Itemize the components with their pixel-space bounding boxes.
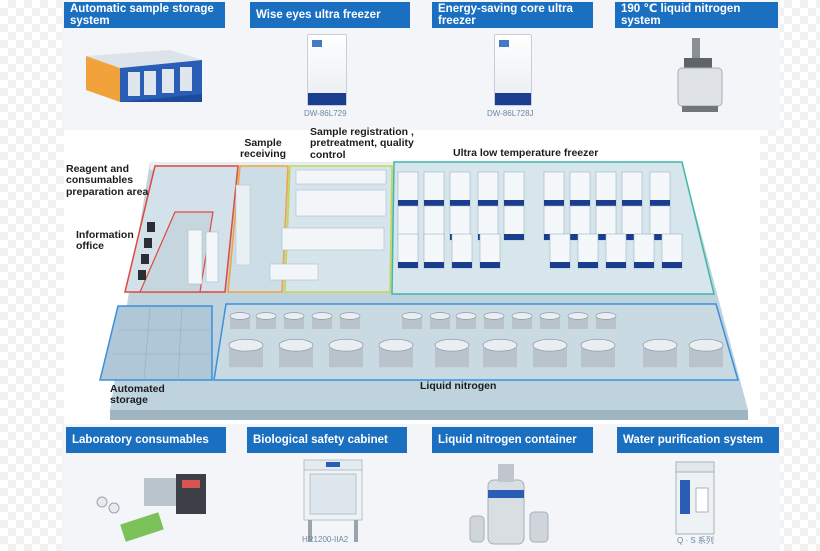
background-left <box>0 0 64 551</box>
freezer-unit-base <box>504 234 524 240</box>
label-automated-storage: Automated storage <box>110 383 165 407</box>
ln2-tank-lid <box>567 312 589 320</box>
product-label-wise-eyes-freezer: Wise eyes ultra freezer <box>250 2 410 28</box>
freezer-unit-base <box>452 262 472 268</box>
safety-cabinet-image <box>303 459 363 542</box>
freezer-unit-base <box>504 200 524 206</box>
ln2-tank-lid <box>339 312 361 320</box>
top-products-panel: Automatic sample storage system Wise eye… <box>62 0 780 130</box>
ln2-tank-lid <box>429 312 451 320</box>
freezer-unit-base <box>424 262 444 268</box>
ln2-tank-lid <box>455 312 477 320</box>
ln2-tank-lid <box>539 312 561 320</box>
ln2-tank-lid <box>229 312 251 320</box>
freezer-units <box>397 171 683 269</box>
freezer-unit-base <box>544 200 564 206</box>
freezer-unit-base <box>570 200 590 206</box>
ln2-tank-lid <box>511 312 533 320</box>
freezer-unit-base <box>622 234 642 240</box>
ln2-tank-lid <box>228 338 264 352</box>
ln2-tank-lid <box>580 338 616 352</box>
wise-eyes-freezer-image <box>307 34 347 106</box>
freezer-unit-base <box>424 200 444 206</box>
office-desks <box>138 222 155 280</box>
freezer-unit-base <box>596 200 616 206</box>
wise-eyes-freezer-model: DW-86L729 <box>304 109 347 118</box>
freezer-unit-base <box>662 262 682 268</box>
freezer-unit-base <box>550 262 570 268</box>
freezer-unit-base <box>398 200 418 206</box>
product-label-ln2-container: Liquid nitrogen container <box>432 427 593 453</box>
product-label-safety-cabinet: Biological safety cabinet <box>247 427 407 453</box>
label-ult-freezer: Ultra low temperature freezer <box>453 147 599 159</box>
freezer-unit-base <box>650 234 670 240</box>
ln2-tank-lid <box>434 338 470 352</box>
freezer-unit-base <box>480 262 500 268</box>
product-label-ln2-system: 190 ℃ liquid nitrogen system <box>615 2 778 28</box>
label-liquid-nitrogen: Liquid nitrogen <box>420 380 497 392</box>
ln2-tank-lid <box>482 338 518 352</box>
ln2-tank-lid <box>688 338 724 352</box>
ln2-tank-lid <box>378 338 414 352</box>
ln2-container-image <box>469 464 549 545</box>
freezer-unit-base <box>650 200 670 206</box>
ln2-tank-lid <box>311 312 333 320</box>
label-information-office: Information office <box>76 229 134 253</box>
product-label-automatic-storage: Automatic sample storage system <box>64 2 225 28</box>
freezer-unit-base <box>606 262 626 268</box>
ln2-tank-lid <box>278 338 314 352</box>
bottom-products-panel: Laboratory consumables Biological safety… <box>62 424 780 551</box>
ln2-system-image <box>677 38 723 112</box>
freezer-unit-base <box>478 200 498 206</box>
ln2-tank-lid <box>401 312 423 320</box>
freezer-unit-base <box>450 200 470 206</box>
ln2-tank-lid <box>328 338 364 352</box>
freezer-unit-base <box>634 262 654 268</box>
energy-saving-freezer-model: DW-86L728J <box>487 109 534 118</box>
ln2-tanks <box>228 312 724 368</box>
ln2-tank-lid <box>642 338 678 352</box>
product-label-lab-consumables: Laboratory consumables <box>66 427 226 453</box>
energy-saving-freezer-image <box>494 34 532 106</box>
lab-consumables-image <box>96 474 206 542</box>
ln2-tank-lid <box>532 338 568 352</box>
product-label-energy-saving-freezer: Energy-saving core ultra freezer <box>432 2 593 28</box>
water-purification-image <box>675 461 715 535</box>
ln2-tank-lid <box>283 312 305 320</box>
freezer-unit-base <box>578 262 598 268</box>
water-purification-model: Q · S 系列 <box>677 536 714 545</box>
product-label-water-purification: Water purification system <box>617 427 779 453</box>
ln2-tank-lid <box>595 312 617 320</box>
safety-cabinet-model: HR1200-IIA2 <box>302 535 349 544</box>
freezer-unit-base <box>398 262 418 268</box>
ln2-tank-lid <box>483 312 505 320</box>
label-registration: Sample registration , pretreatment, qual… <box>310 126 414 161</box>
automatic-storage-image <box>86 50 202 102</box>
ln2-tank-lid <box>255 312 277 320</box>
automated-storage-outline <box>99 305 213 381</box>
label-sample-receiving: Sample receiving <box>239 137 287 161</box>
freezer-unit-base <box>622 200 642 206</box>
label-reagent-area: Reagent and consumables preparation area <box>66 163 149 198</box>
